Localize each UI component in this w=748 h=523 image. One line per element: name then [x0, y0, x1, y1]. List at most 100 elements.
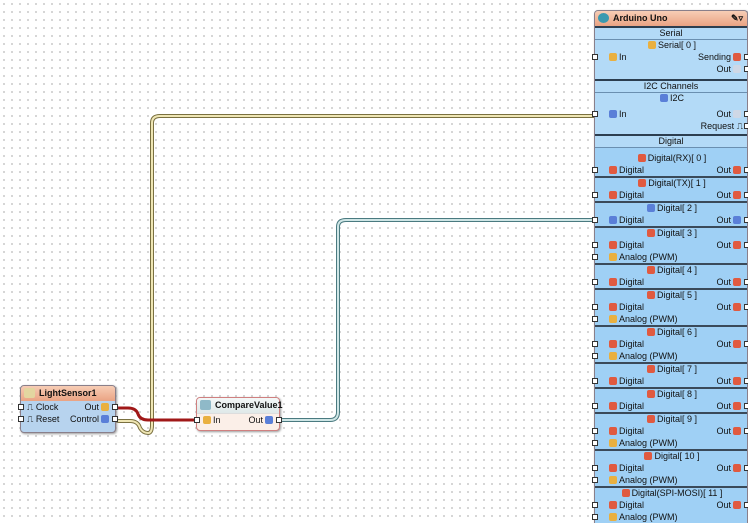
- request-label: Request: [700, 121, 735, 131]
- arduino-header: Arduino Uno✎▿: [595, 11, 747, 26]
- reset-label: Reset: [35, 414, 60, 424]
- out-label: Out: [716, 426, 731, 436]
- request-pin[interactable]: [744, 123, 748, 129]
- pin-icon: [646, 266, 655, 274]
- serial-channel-title: Serial[ 0 ]: [657, 40, 697, 50]
- serial-header: Serial: [595, 28, 747, 40]
- compare-out-pin[interactable]: [276, 417, 282, 423]
- serial-in-label: In: [619, 52, 627, 62]
- pin-icon: [646, 229, 655, 237]
- digital-out-pin[interactable]: [744, 167, 748, 173]
- pin-analog-row: Analog (PWM): [592, 313, 747, 325]
- digital-in-pin[interactable]: [592, 304, 598, 310]
- pin-analog-row: Analog (PWM): [592, 474, 747, 486]
- digital-out-pin[interactable]: [744, 341, 748, 347]
- i2c-channel-title: I2C: [669, 93, 684, 103]
- digital-out-pin[interactable]: [744, 428, 748, 434]
- digital-in-pin[interactable]: [592, 279, 598, 285]
- wire-compare-to-digital2[interactable]: [279, 218, 594, 422]
- analog-label: Analog (PWM): [619, 351, 678, 361]
- wire-control-to-i2c[interactable]: [115, 114, 594, 436]
- control-pin[interactable]: [112, 416, 118, 422]
- pin-title: Digital[ 9 ]: [656, 414, 698, 424]
- digital-in-pin[interactable]: [592, 341, 598, 347]
- digital-in-pin[interactable]: [592, 465, 598, 471]
- compare-value-component[interactable]: CompareValue1 In Out: [194, 397, 283, 431]
- ls-out-pin[interactable]: [112, 404, 118, 410]
- serial-out-pin[interactable]: [744, 66, 748, 72]
- pin-title: Digital(TX)[ 1 ]: [648, 178, 706, 188]
- compare-in-label: In: [213, 415, 221, 425]
- analog-in-pin[interactable]: [592, 440, 598, 446]
- digital-in-pin[interactable]: [592, 502, 598, 508]
- pin-title: Digital(RX)[ 0 ]: [647, 153, 707, 163]
- out-label: Out: [716, 500, 731, 510]
- analog-label: Analog (PWM): [619, 438, 678, 448]
- pin-analog-row: Analog (PWM): [592, 437, 747, 449]
- digital-out-pin[interactable]: [744, 217, 748, 223]
- digital-out-pin[interactable]: [744, 279, 748, 285]
- pin-icon: [638, 179, 647, 187]
- analog-in-pin[interactable]: [592, 316, 598, 322]
- wrench-dropdown-icon[interactable]: ✎▿: [730, 13, 743, 23]
- i2c-in-pin[interactable]: [592, 111, 598, 117]
- digital-in-pin[interactable]: [592, 242, 598, 248]
- pin-analog-row: Analog (PWM): [592, 511, 747, 523]
- wire-out-to-compare[interactable]: [115, 406, 197, 422]
- digital-in-pin[interactable]: [592, 378, 598, 384]
- digital-out-pin[interactable]: [744, 465, 748, 471]
- compare-out-label: Out: [248, 415, 263, 425]
- digital-in-pin[interactable]: [592, 192, 598, 198]
- analog-in-pin[interactable]: [592, 477, 598, 483]
- digital-label: Digital: [619, 376, 645, 386]
- out-label: Out: [716, 165, 731, 175]
- pin-analog-row: Analog (PWM): [592, 251, 747, 263]
- digital-in-pin[interactable]: [592, 403, 598, 409]
- serial-in-pin[interactable]: [592, 54, 598, 60]
- digital-out-pin[interactable]: [744, 304, 748, 310]
- i2c-request-row: Request ⎍: [595, 120, 748, 132]
- i2c-out-pin[interactable]: [744, 111, 748, 117]
- pin-icon: [646, 328, 655, 336]
- reset-pin[interactable]: [18, 416, 24, 422]
- digital-out-pin[interactable]: [744, 403, 748, 409]
- pin-title: Digital[ 8 ]: [656, 389, 698, 399]
- analog-in-pin[interactable]: [592, 254, 598, 260]
- i2c-out-label: Out: [716, 109, 731, 119]
- arduino-icon: [598, 13, 609, 23]
- digital-out-pin[interactable]: [744, 242, 748, 248]
- digital-in-pin[interactable]: [592, 217, 598, 223]
- out-label: Out: [716, 339, 731, 349]
- digital-in-pin[interactable]: [592, 167, 598, 173]
- serial-out-label: Out: [716, 64, 731, 74]
- digital-in-pin[interactable]: [592, 428, 598, 434]
- analog-in-pin[interactable]: [592, 514, 598, 520]
- pin-title: Digital[ 6 ]: [656, 327, 698, 337]
- compare-header: CompareValue1: [197, 398, 283, 414]
- pin-icon: [621, 489, 630, 497]
- pin-title: Digital[ 2 ]: [656, 203, 698, 213]
- sending-pin[interactable]: [744, 54, 748, 60]
- analog-in-pin[interactable]: [592, 353, 598, 359]
- digital-out-pin[interactable]: [744, 378, 748, 384]
- serial-out-row: Out: [595, 63, 748, 75]
- digital-out-pin[interactable]: [744, 502, 748, 508]
- digital-label: Digital: [619, 240, 645, 250]
- compare-in-pin[interactable]: [194, 417, 200, 423]
- digital-out-pin[interactable]: [744, 192, 748, 198]
- clock-pin[interactable]: [18, 404, 24, 410]
